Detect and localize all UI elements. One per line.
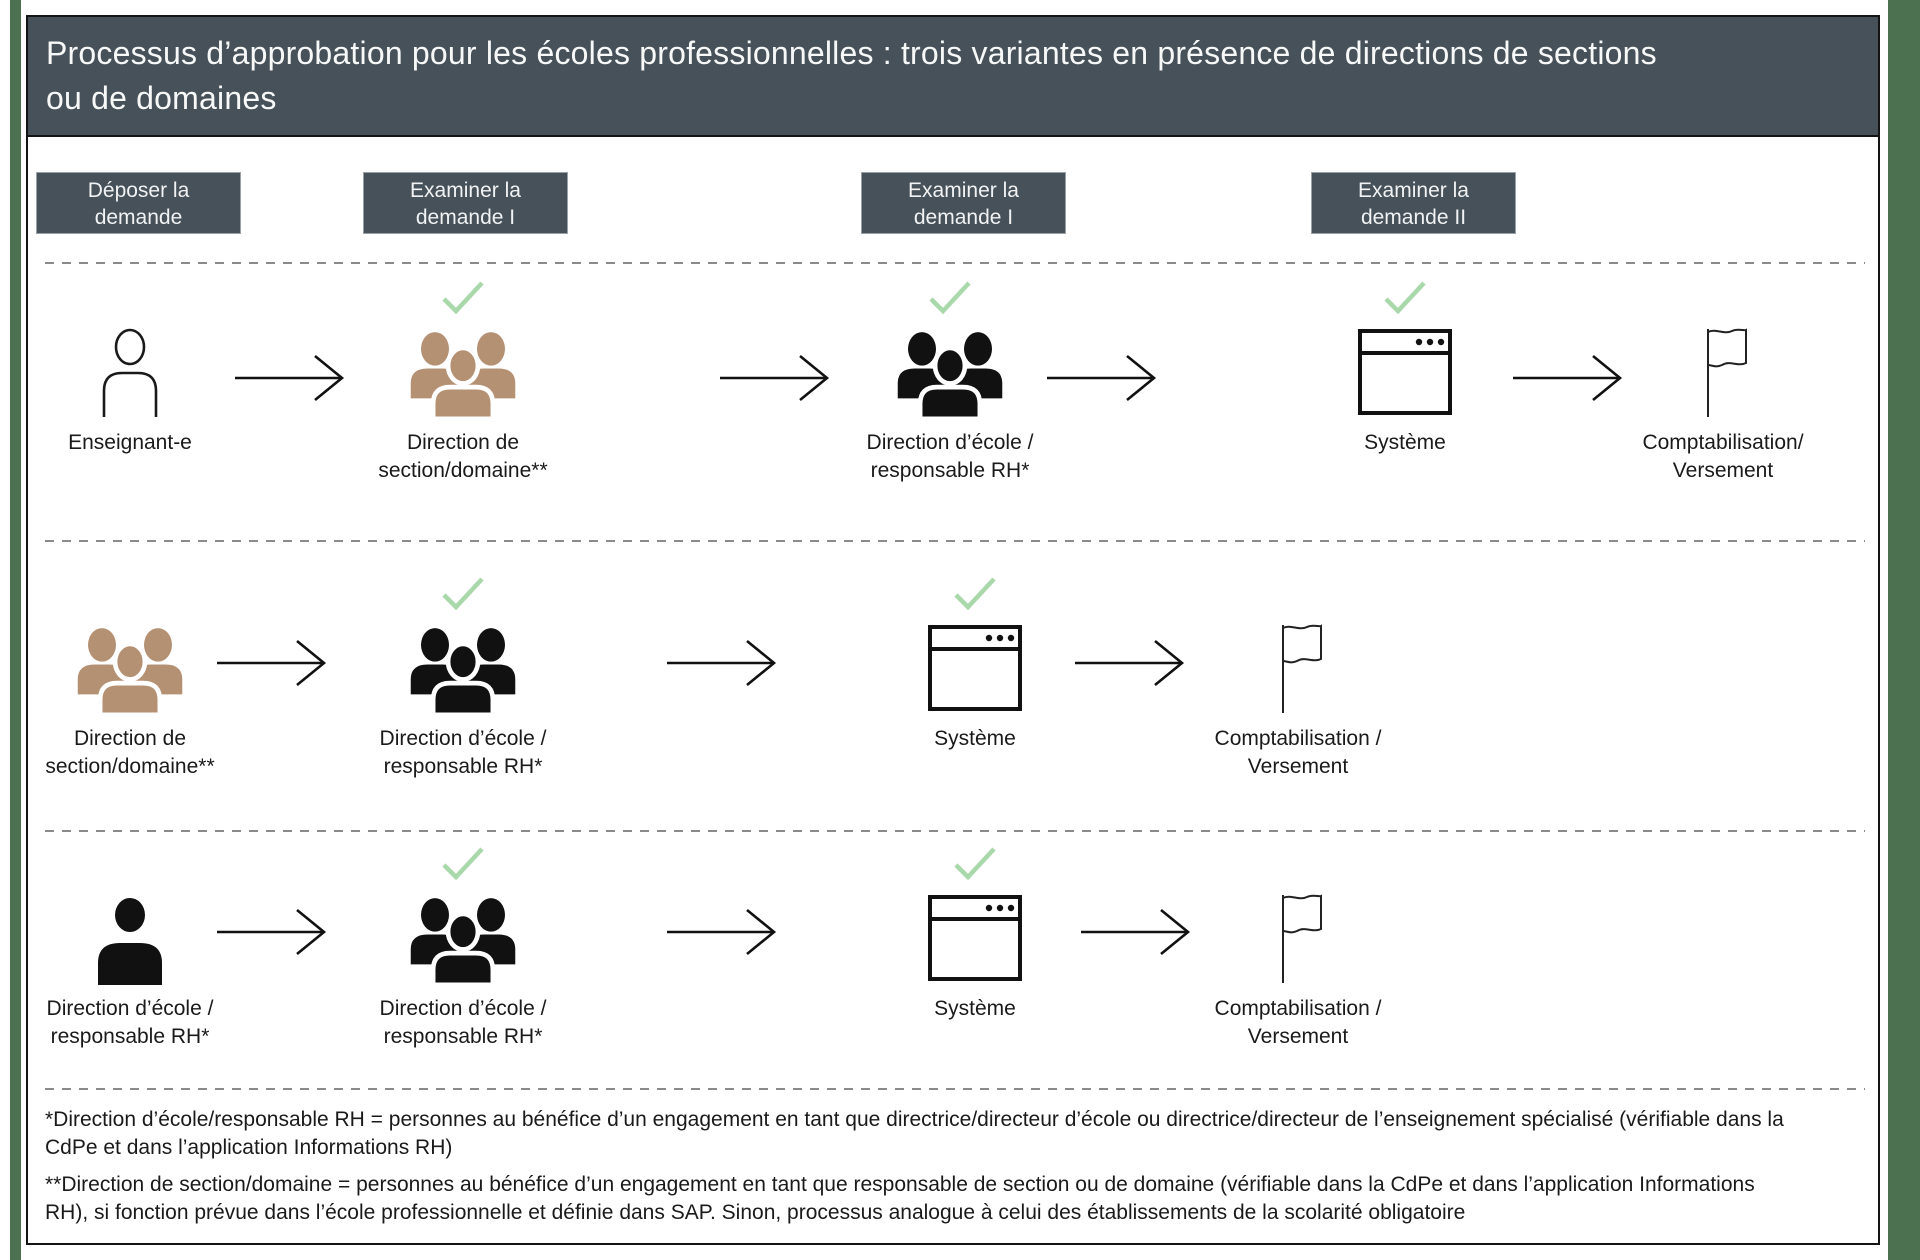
people-group-icon	[830, 319, 1070, 419]
arrow-icon	[1081, 904, 1191, 960]
separator-dashed-1	[45, 262, 1865, 264]
step-label: Comptabilisation/ Versement	[1642, 431, 1804, 482]
diagram-frame: Processus d’approbation pour les écoles …	[26, 15, 1880, 1245]
step-direction-ecole: Direction d’école / responsable RH*	[830, 279, 1070, 485]
check-icon	[343, 575, 583, 615]
arrow-icon	[217, 904, 327, 960]
footnotes: *Direction d’école/responsable RH = pers…	[45, 1106, 1871, 1227]
step-label: Direction d’école / responsable RH*	[866, 431, 1034, 482]
people-group-icon	[343, 885, 583, 985]
green-band-right	[1888, 0, 1920, 1260]
arrow-icon	[235, 350, 345, 406]
step-direction-ecole: Direction d’école / responsable RH*	[343, 845, 583, 1051]
arrow-icon	[667, 635, 777, 691]
arrow-icon	[1513, 350, 1623, 406]
arrow-icon	[217, 635, 327, 691]
step-label: Enseignant-e	[68, 431, 192, 454]
footnote-1: *Direction d’école/responsable RH = pers…	[45, 1108, 1784, 1159]
step-systeme: Système	[855, 575, 1095, 753]
separator-dashed-3	[45, 830, 1865, 832]
person-filled-icon	[10, 885, 250, 985]
step-comptabilisation: Comptabilisation / Versement	[1178, 575, 1418, 781]
step-enseignant: Enseignant-e	[10, 279, 250, 457]
check-icon	[343, 279, 583, 319]
phase-header-examiner-2: Examiner la demande II	[1311, 172, 1516, 234]
step-label: Système	[934, 727, 1016, 750]
green-band-left	[10, 0, 21, 1260]
step-label: Direction de section/domaine**	[45, 727, 215, 778]
flag-icon	[1178, 615, 1418, 715]
footnote-2: **Direction de section/domaine = personn…	[45, 1173, 1755, 1224]
phase-header-deposer: Déposer la demande	[36, 172, 241, 234]
arrow-icon	[720, 350, 830, 406]
step-label: Direction de section/domaine**	[378, 431, 548, 482]
step-systeme: Système	[855, 845, 1095, 1023]
check-icon	[343, 845, 583, 885]
separator-dashed-2	[45, 540, 1865, 542]
person-outline-icon	[10, 319, 250, 419]
step-direction-ecole: Direction d’école / responsable RH*	[343, 575, 583, 781]
people-group-icon	[343, 615, 583, 715]
arrow-icon	[667, 904, 777, 960]
step-label: Comptabilisation / Versement	[1214, 997, 1382, 1048]
people-group-icon	[10, 615, 250, 715]
people-group-icon	[343, 319, 583, 419]
step-direction-ecole-start: Direction d’école / responsable RH*	[10, 845, 250, 1051]
step-label: Comptabilisation / Versement	[1214, 727, 1382, 778]
flag-icon	[1178, 885, 1418, 985]
separator-dashed-4	[45, 1088, 1865, 1090]
check-icon	[855, 845, 1095, 885]
arrow-icon	[1075, 635, 1185, 691]
browser-window-icon	[1285, 319, 1525, 419]
title-bar: Processus d’approbation pour les écoles …	[28, 17, 1878, 137]
check-icon	[855, 575, 1095, 615]
phase-header-examiner-1: Examiner la demande I	[363, 172, 568, 234]
check-icon	[1285, 279, 1525, 319]
flag-icon	[1603, 319, 1843, 419]
phase-header-examiner-1b: Examiner la demande I	[861, 172, 1066, 234]
step-label: Direction d’école / responsable RH*	[379, 997, 547, 1048]
browser-window-icon	[855, 885, 1095, 985]
step-comptabilisation: Comptabilisation / Versement	[1178, 845, 1418, 1051]
step-label: Système	[1364, 431, 1446, 454]
step-systeme: Système	[1285, 279, 1525, 457]
step-label: Direction d’école / responsable RH*	[46, 997, 214, 1048]
check-icon	[830, 279, 1070, 319]
step-direction-section: Direction de section/domaine**	[343, 279, 583, 485]
step-comptabilisation: Comptabilisation/ Versement	[1603, 279, 1843, 485]
page-title: Processus d’approbation pour les écoles …	[46, 35, 1657, 116]
step-direction-section: Direction de section/domaine**	[10, 575, 250, 781]
arrow-icon	[1047, 350, 1157, 406]
step-label: Direction d’école / responsable RH*	[379, 727, 547, 778]
step-label: Système	[934, 997, 1016, 1020]
browser-window-icon	[855, 615, 1095, 715]
